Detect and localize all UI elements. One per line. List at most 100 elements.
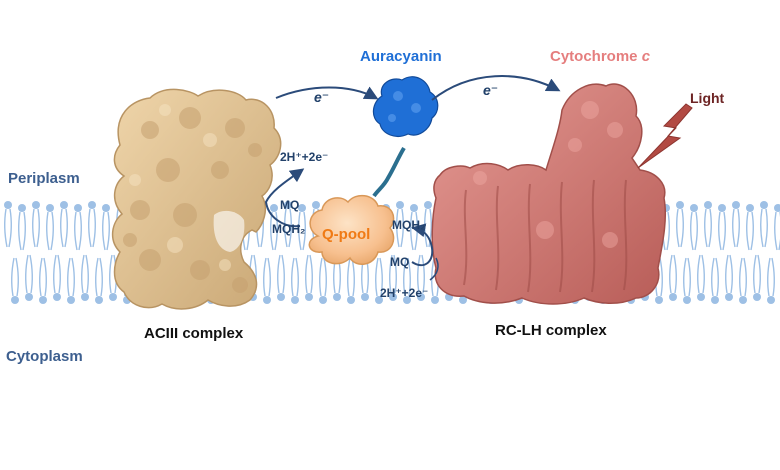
lipid-tail (718, 211, 726, 251)
electron-arrow-auracyanin-to-cytochrome (431, 75, 561, 101)
lipid-head (403, 296, 411, 304)
lipid-head (683, 296, 691, 304)
lipid-tail (375, 257, 383, 297)
auracyanin-structure (372, 76, 439, 198)
periplasm-label: Periplasm (8, 170, 80, 187)
lipid-head (669, 293, 677, 301)
aciii-complex-structure (111, 88, 282, 310)
lipid-tail (4, 208, 12, 248)
lipid-head (333, 293, 341, 301)
lipid-head (375, 296, 383, 304)
lipid-tail (67, 257, 75, 297)
lipid-head (39, 296, 47, 304)
lipid-tail (683, 257, 691, 297)
lipid-head (655, 296, 663, 304)
lipid-tail (690, 211, 698, 251)
proton-electron-label-left: 2H⁺+2e⁻ (280, 150, 329, 164)
lipid-head (18, 204, 26, 212)
q-pool-cloud (308, 194, 395, 265)
cytoplasm-label: Cytoplasm (6, 348, 83, 365)
lipid-tail (277, 254, 285, 294)
mq-label-left: MQ (280, 198, 300, 212)
lipid-head (347, 296, 355, 304)
lipid-tail (60, 208, 68, 248)
lipid-head (753, 293, 761, 301)
lipid-head (424, 201, 432, 209)
lipid-tail (284, 208, 292, 248)
electron-label-right: e⁻ (483, 82, 499, 98)
lipid-head (4, 201, 12, 209)
lipid-head (67, 296, 75, 304)
rc-lh-complex-label: RC-LH complex (495, 322, 607, 339)
lipid-head (319, 296, 327, 304)
proton-input-arrow (429, 257, 439, 281)
lipid-tail (46, 211, 54, 251)
cytochrome-c-label: Cytochrome c (550, 48, 651, 65)
lipid-head (60, 201, 68, 209)
lipid-head (739, 296, 747, 304)
lipid-head (459, 296, 467, 304)
mq-label-right: MQ (390, 255, 410, 269)
lipid-head (725, 293, 733, 301)
aciii-complex-label: ACIII complex (144, 325, 244, 342)
lipid-head (263, 296, 271, 304)
lipid-tail (18, 211, 26, 251)
lipid-head (305, 293, 313, 301)
lipid-tail (319, 257, 327, 297)
lipid-tail (102, 211, 110, 251)
lipid-head (95, 296, 103, 304)
lipid-head (396, 201, 404, 209)
light-bolt-icon (637, 103, 693, 169)
lipid-tail (347, 257, 355, 297)
lipid-tail (53, 254, 61, 294)
lipid-head (746, 204, 754, 212)
lipid-tail (669, 254, 677, 294)
electron-arrow-aciii-to-auracyanin (275, 86, 379, 100)
lipid-head (25, 293, 33, 301)
lipid-head (718, 204, 726, 212)
lipid-tail (25, 254, 33, 294)
lipid-tail (39, 257, 47, 297)
lipid-head (361, 293, 369, 301)
lipid-tail (88, 208, 96, 248)
lipid-head (732, 201, 740, 209)
lipid-head (11, 296, 19, 304)
lipid-tail (739, 257, 747, 297)
mqh2-label-right: MQH₂ (392, 218, 426, 232)
lipid-head (53, 293, 61, 301)
lipid-tail (704, 208, 712, 248)
lipid-tail (753, 254, 761, 294)
lipid-head (767, 296, 775, 304)
lipid-head (760, 201, 768, 209)
light-label: Light (690, 90, 725, 106)
mq-reduction-arrow (411, 223, 434, 267)
lipid-head (697, 293, 705, 301)
lipid-head (284, 201, 292, 209)
lipid-head (32, 201, 40, 209)
electron-label-left: e⁻ (314, 89, 330, 105)
lipid-tail (760, 208, 768, 248)
lipid-head (277, 293, 285, 301)
lipid-tail (11, 257, 19, 297)
lipid-tail (676, 208, 684, 248)
lipid-head (676, 201, 684, 209)
lipid-head (291, 296, 299, 304)
lipid-head (417, 293, 425, 301)
lipid-tail (396, 208, 404, 248)
lipid-head (46, 204, 54, 212)
lipid-tail (263, 257, 271, 297)
mqh2-label-left: MQH₂ (272, 222, 306, 236)
lipid-head (74, 204, 82, 212)
lipid-tail (697, 254, 705, 294)
lipid-head (81, 293, 89, 301)
rc-lh-complex-structure (431, 83, 667, 305)
lipid-tail (291, 257, 299, 297)
lipid-head (690, 204, 698, 212)
lipid-tail (746, 211, 754, 251)
lipid-tail (774, 211, 780, 251)
lipid-tail (767, 257, 775, 297)
lipid-head (711, 296, 719, 304)
auracyanin-label: Auracyanin (360, 48, 442, 65)
